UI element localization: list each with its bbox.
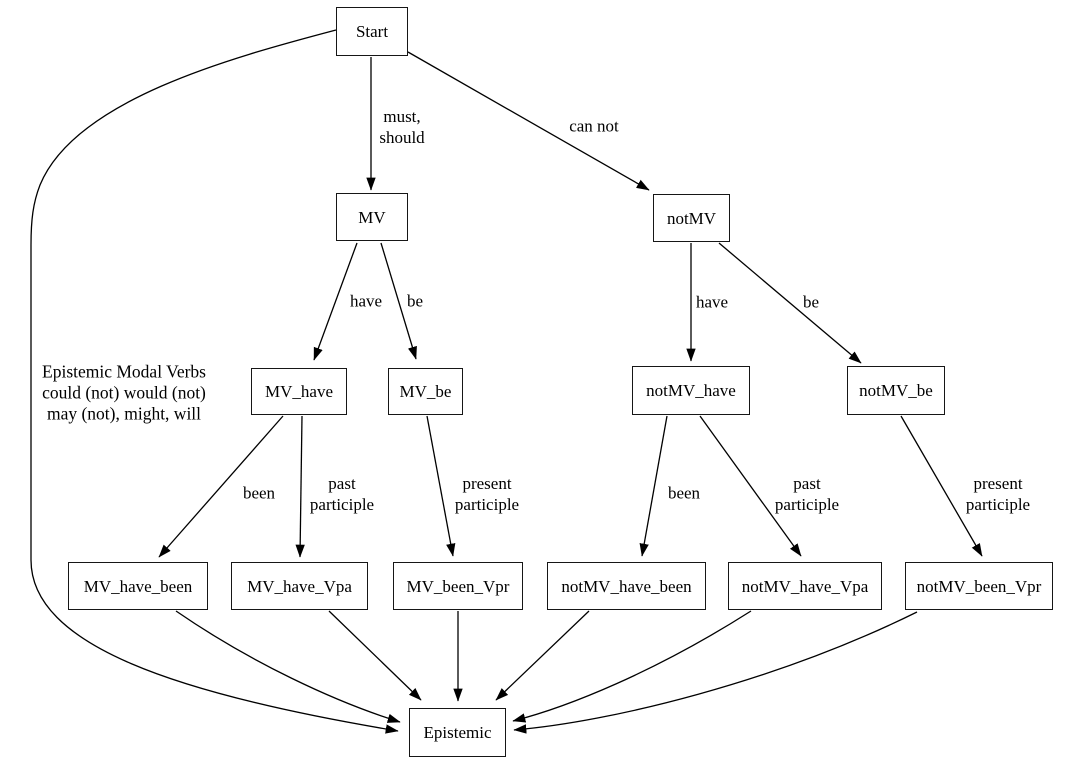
edge-notmv_have_been-to-epistemic — [495, 610, 590, 701]
edge-notmv_be-to-notmv_been_vpr — [900, 415, 983, 557]
node-mv_been_vpr: MV_been_Vpr — [393, 562, 523, 610]
edge-label-notmv-to-notmv_have: have — [695, 292, 729, 312]
edge-label-notmv_have-to-notmv_have_been: been — [667, 483, 701, 503]
edge-label-mv_be-to-mv_been_vpr: present participle — [454, 474, 520, 514]
node-mv_be: MV_be — [388, 368, 463, 415]
edge-notmv_been_vpr-to-epistemic — [513, 611, 918, 734]
edge-mv-to-mv_have — [313, 242, 358, 361]
edge-mv_be-to-mv_been_vpr — [426, 415, 456, 557]
node-mv: MV — [336, 193, 408, 241]
edge-mv-to-mv_be — [380, 242, 417, 360]
edge-notmv_have-to-notmv_have_been — [639, 415, 668, 557]
node-mv_have_been: MV_have_been — [68, 562, 208, 610]
edge-label-notmv_have-to-notmv_have_vpa: past participle — [774, 474, 840, 514]
edge-mv_have-to-mv_have_vpa — [295, 415, 305, 558]
node-notmv_have_been: notMV_have_been — [547, 562, 706, 610]
node-notmv_been_vpr: notMV_been_Vpr — [905, 562, 1053, 610]
node-start: Start — [336, 7, 408, 56]
edge-mv_have_been-to-epistemic — [175, 610, 401, 723]
edge-label-notmv-to-notmv_be: be — [802, 292, 820, 312]
node-epistemic: Epistemic — [409, 708, 506, 757]
node-notmv_have: notMV_have — [632, 366, 750, 415]
edge-label-mv_have-to-mv_have_vpa: past participle — [309, 474, 375, 514]
legend-note: Epistemic Modal Verbs could (not) would … — [42, 361, 206, 424]
edge-mv_have-to-mv_have_been — [158, 415, 284, 558]
node-mv_have: MV_have — [251, 368, 347, 415]
edge-label-mv-to-mv_have: have — [349, 291, 383, 311]
edge-label-start-to-mv: must, should — [379, 107, 425, 147]
node-notmv_be: notMV_be — [847, 366, 945, 415]
node-notmv_have_vpa: notMV_have_Vpa — [728, 562, 882, 610]
edge-label-mv-to-mv_be: be — [406, 291, 424, 311]
edge-label-notmv_be-to-notmv_been_vpr: present participle — [965, 474, 1031, 514]
edge-mv_have_vpa-to-epistemic — [328, 610, 422, 701]
edge-label-start-to-notmv: can not — [569, 116, 619, 136]
node-mv_have_vpa: MV_have_Vpa — [231, 562, 368, 610]
edge-notmv-to-notmv_be — [718, 242, 862, 364]
edge-notmv_have_vpa-to-epistemic — [512, 610, 752, 723]
node-notmv: notMV — [653, 194, 730, 242]
edge-notmv_have-to-notmv_have_vpa — [699, 415, 802, 557]
edge-start-to-notmv — [407, 51, 650, 191]
edge-label-mv_have-to-mv_have_been: been — [242, 483, 276, 503]
edge-start-to-epistemic — [30, 29, 399, 734]
